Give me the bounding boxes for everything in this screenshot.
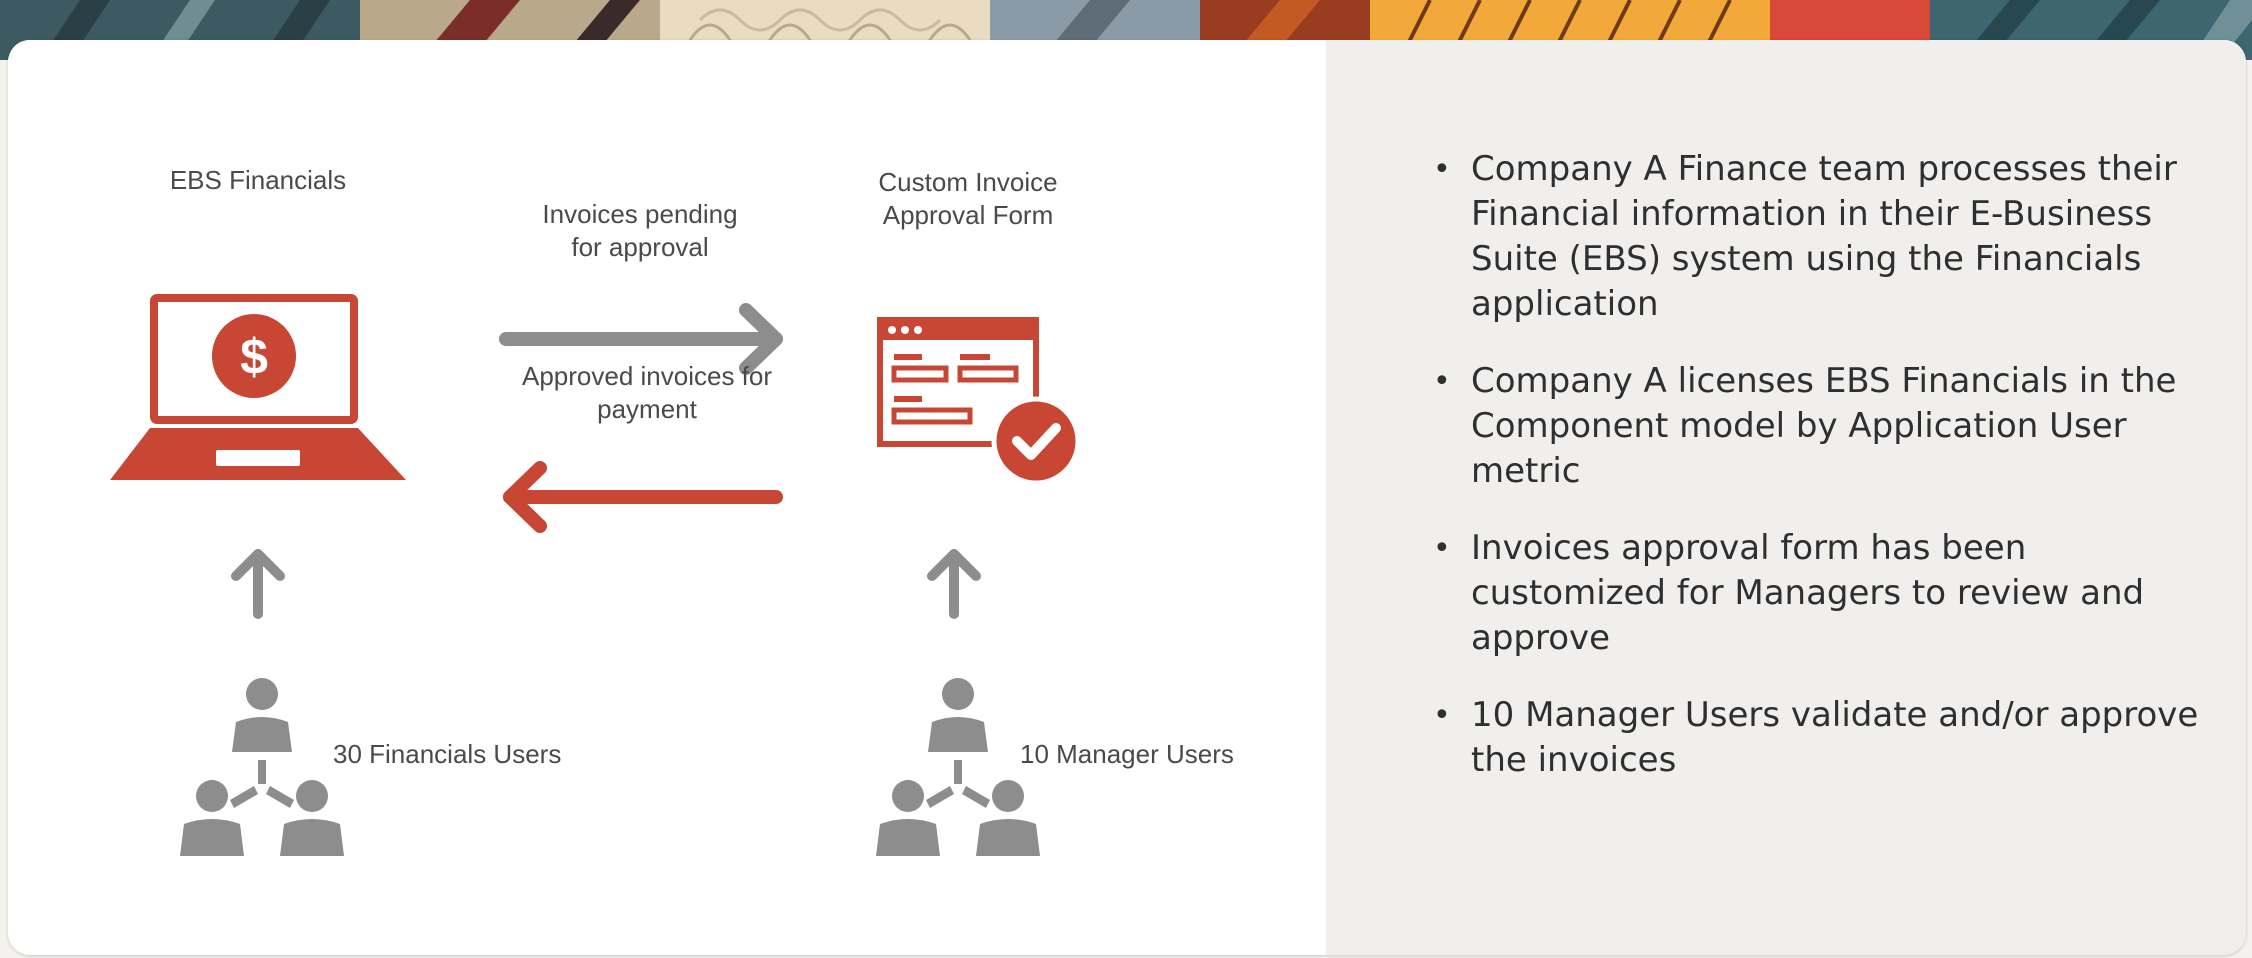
bullet-text: Invoices approval form has been customiz… xyxy=(1471,528,2145,658)
bullet-marker: • xyxy=(1433,531,1451,566)
left-arrow-icon xyxy=(503,461,783,533)
bullet-list: • Company A Finance team processes their… xyxy=(1433,147,2223,815)
dollar-symbol: $ xyxy=(240,329,268,385)
invoices-pending-label: Invoices pending for approval xyxy=(542,199,738,262)
bullet-marker: • xyxy=(1433,698,1451,733)
manager-users-label: 10 Manager Users xyxy=(1020,739,1234,769)
custom-invoice-form-label: Custom Invoice Approval Form xyxy=(878,167,1058,230)
right-arrow-icon xyxy=(499,303,783,375)
up-arrow-icon xyxy=(231,549,285,619)
laptop-dollar-icon: $ xyxy=(110,294,406,480)
up-arrow-icon xyxy=(927,549,981,619)
financials-users-label: 30 Financials Users xyxy=(333,739,562,769)
bullet-marker: • xyxy=(1433,152,1451,187)
bullet-item: • Invoices approval form has been custom… xyxy=(1433,526,2223,661)
user-group-icon xyxy=(876,678,1040,856)
description-panel: • Company A Finance team processes their… xyxy=(1326,40,2246,955)
bullet-item: • Company A Finance team processes their… xyxy=(1433,147,2223,327)
bullet-item: • 10 Manager Users validate and/or appro… xyxy=(1433,693,2223,783)
user-group-icon xyxy=(180,678,344,856)
diagram-panel: EBS Financials $ Custom Invoice Approval… xyxy=(8,40,1326,955)
bullet-text: 10 Manager Users validate and/or approve… xyxy=(1471,695,2199,780)
approval-form-icon xyxy=(877,317,1081,486)
bullet-text: Company A licenses EBS Financials in the… xyxy=(1471,361,2177,491)
approved-invoices-label: Approved invoices for payment xyxy=(521,361,773,424)
ebs-financials-label: EBS Financials xyxy=(169,165,347,195)
bullet-item: • Company A licenses EBS Financials in t… xyxy=(1433,359,2223,494)
bullet-marker: • xyxy=(1433,364,1451,399)
slide-card: EBS Financials $ Custom Invoice Approval… xyxy=(8,40,2246,955)
bullet-text: Company A Finance team processes their F… xyxy=(1471,149,2177,324)
